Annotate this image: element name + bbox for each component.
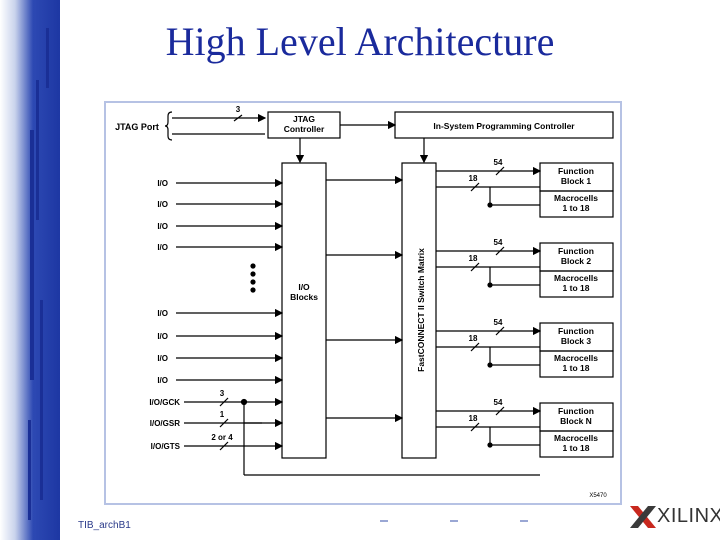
bus-width-label: 3 bbox=[220, 389, 225, 398]
bus-width-slash bbox=[470, 262, 480, 272]
xilinx-logo bbox=[628, 502, 716, 532]
special-pin-bus-slash bbox=[219, 397, 229, 407]
continuation-dot bbox=[250, 287, 256, 293]
figure-id: X5470 bbox=[589, 493, 607, 499]
bus-width-label: 2 or 4 bbox=[211, 433, 233, 442]
bus-width-label: 54 bbox=[494, 398, 503, 407]
jtag-brace bbox=[164, 111, 173, 141]
isp-controller-box bbox=[394, 111, 614, 139]
bus-width-slash bbox=[495, 406, 505, 416]
band-stroke bbox=[40, 300, 43, 500]
junction-dot bbox=[487, 442, 493, 448]
junction-dot bbox=[487, 282, 493, 288]
bottom-decorative-marks bbox=[380, 510, 530, 522]
bus-width-label: 18 bbox=[469, 414, 478, 423]
bus-width-label: 1 bbox=[220, 410, 225, 419]
special-pin-label: I/O/GSR bbox=[150, 419, 180, 428]
bus-width-label: 18 bbox=[469, 174, 478, 183]
bus-width-slash bbox=[495, 326, 505, 336]
isp-controller-label: In-System Programming Controller bbox=[433, 121, 575, 131]
continuation-dot bbox=[250, 263, 256, 269]
special-pin-bus-slash bbox=[219, 418, 229, 428]
io-pin-label: I/O bbox=[157, 179, 168, 188]
bus-width-slash bbox=[470, 422, 480, 432]
bus-width-label: 54 bbox=[494, 318, 503, 327]
bus-width-slash bbox=[470, 342, 480, 352]
jtag-bus-width: 3 bbox=[236, 105, 241, 114]
bus-width-label: 18 bbox=[469, 254, 478, 263]
continuation-dot bbox=[250, 271, 256, 277]
io-pin-label: I/O bbox=[157, 332, 168, 341]
switch-matrix-label: FastCONNECT II Switch Matrix bbox=[416, 248, 426, 372]
band-stroke bbox=[30, 130, 34, 380]
bus-width-slash bbox=[495, 246, 505, 256]
macrocells-box bbox=[539, 430, 614, 458]
io-pin-label: I/O bbox=[157, 200, 168, 209]
macrocells-box bbox=[539, 350, 614, 378]
bus-width-label: 54 bbox=[494, 238, 503, 247]
logo-text: XILINX bbox=[657, 505, 720, 527]
bus-width-label: 54 bbox=[494, 158, 503, 167]
special-pin-label: I/O/GTS bbox=[151, 442, 181, 451]
bus-width-label: 18 bbox=[469, 334, 478, 343]
special-pin-bus-slash bbox=[219, 441, 229, 451]
band-stroke bbox=[28, 420, 31, 520]
special-pin-label: I/O/GCK bbox=[149, 398, 180, 407]
junction-dot bbox=[487, 202, 493, 208]
io-pin-label: I/O bbox=[157, 354, 168, 363]
io-blocks-box bbox=[281, 162, 327, 459]
junction-dot bbox=[240, 398, 248, 406]
band-stroke bbox=[36, 80, 39, 220]
io-pin-label: I/O bbox=[157, 243, 168, 252]
bus-width-slash bbox=[233, 114, 243, 122]
band-stroke bbox=[46, 28, 49, 88]
io-pin-label: I/O bbox=[157, 309, 168, 318]
junction-dot bbox=[487, 362, 493, 368]
jtag-port-label: JTAG Port bbox=[115, 122, 159, 132]
io-pin-label: I/O bbox=[157, 376, 168, 385]
io-pin-label: I/O bbox=[157, 222, 168, 231]
xilinx-x-icon bbox=[630, 506, 656, 528]
footer-label: TIB_archB1 bbox=[78, 520, 131, 531]
bus-width-slash bbox=[470, 182, 480, 192]
macrocells-box bbox=[539, 190, 614, 218]
slide-title: High Level Architecture bbox=[165, 19, 555, 64]
bus-width-slash bbox=[495, 166, 505, 176]
continuation-dot bbox=[250, 279, 256, 285]
macrocells-box bbox=[539, 270, 614, 298]
switch-matrix-box bbox=[401, 162, 437, 459]
